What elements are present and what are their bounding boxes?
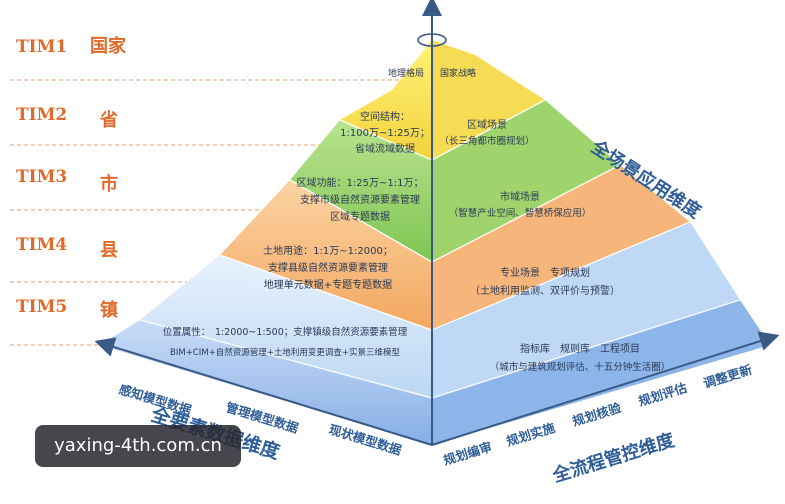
axis-item: 规划编审 bbox=[441, 439, 493, 468]
svg-text:指标库 规则库 工程项目: 指标库 规则库 工程项目 bbox=[520, 342, 640, 355]
svg-text:（土地利用监测、双评价与预警）: （土地利用监测、双评价与预警） bbox=[470, 284, 620, 297]
level-name: 市 bbox=[100, 173, 118, 195]
axis-item: 规划评估 bbox=[636, 380, 689, 409]
svg-text:国家战略: 国家战略 bbox=[440, 67, 476, 79]
level-code: TIM3 bbox=[16, 167, 67, 187]
axis-item: 规划实施 bbox=[504, 420, 557, 449]
svg-text:市域场景: 市域场景 bbox=[500, 190, 540, 203]
axis-item: 规划核验 bbox=[570, 400, 623, 429]
svg-text:土地用途：1:1万~1:2000；: 土地用途：1:1万~1:2000； bbox=[263, 244, 393, 257]
level-name: 国家 bbox=[90, 35, 127, 57]
level-labels: TIM1 国家 TIM2 省 TIM3 市 TIM4 县 TIM5 镇 bbox=[16, 35, 127, 321]
svg-text:专业场景 专项规划: 专业场景 专项规划 bbox=[500, 266, 590, 279]
pyramid-right-face bbox=[432, 40, 770, 445]
level-name: 省 bbox=[99, 109, 118, 131]
svg-text:BIM+CIM+自然资源管理+土地利用变更调查+实景三维模型: BIM+CIM+自然资源管理+土地利用变更调查+实景三维模型 bbox=[170, 347, 400, 358]
svg-text:（智慧产业空间、智慧桥保应用）: （智慧产业空间、智慧桥保应用） bbox=[449, 207, 592, 219]
svg-text:地理格局: 地理格局 bbox=[388, 67, 424, 79]
svg-text:区域场景: 区域场景 bbox=[467, 118, 507, 131]
level-code: TIM1 bbox=[16, 37, 67, 57]
svg-text:（城市与建筑规划评估、十五分钟生活圈）: （城市与建筑规划评估、十五分钟生活圈） bbox=[490, 361, 671, 373]
tier2-text: 空间结构： 1:100万~1:25万； 省域流域数据 区域场景 （长三角都市圈规… bbox=[340, 110, 534, 155]
tier4-text: 土地用途：1:1万~1:2000； 支撑县级自然资源要素管理 地理单元数据+专题… bbox=[263, 244, 620, 297]
level-code: TIM2 bbox=[16, 105, 67, 125]
watermark-badge: yaxing-4th.com.cn bbox=[35, 425, 241, 467]
svg-text:空间结构：: 空间结构： bbox=[360, 110, 410, 123]
svg-text:省域流域数据: 省域流域数据 bbox=[355, 142, 415, 155]
svg-text:支撑县级自然资源要素管理: 支撑县级自然资源要素管理 bbox=[268, 261, 388, 274]
level-code: TIM4 bbox=[16, 235, 67, 255]
axis-item: 调整更新 bbox=[701, 362, 754, 391]
svg-text:地理单元数据+专题专题数据: 地理单元数据+专题专题数据 bbox=[264, 278, 392, 291]
tier1-text: 地理格局 国家战略 bbox=[388, 67, 476, 79]
svg-text:1:100万~1:25万；: 1:100万~1:25万； bbox=[340, 128, 430, 139]
left-axis bbox=[94, 337, 433, 446]
pyramid-left-face bbox=[100, 40, 432, 445]
svg-text:区域功能：1:25万~1:1万；: 区域功能：1:25万~1:1万； bbox=[297, 176, 424, 189]
rotation-icon bbox=[417, 33, 447, 47]
right-axis bbox=[431, 331, 780, 446]
svg-text:位置属性： 1:2000~1:500；支撑镇级自然资源要素管: 位置属性： 1:2000~1:500；支撑镇级自然资源要素管理 bbox=[163, 326, 408, 338]
svg-text:支撑市级自然资源要素管理: 支撑市级自然资源要素管理 bbox=[300, 193, 420, 206]
tier3-text: 区域功能：1:25万~1:1万； 支撑市级自然资源要素管理 区域专题数据 市域场… bbox=[297, 176, 592, 223]
level-code: TIM5 bbox=[16, 297, 67, 317]
right-axis-title: 全流程管控维度 bbox=[549, 429, 678, 487]
svg-text:区域专题数据: 区域专题数据 bbox=[330, 210, 390, 223]
level-name: 县 bbox=[100, 240, 118, 261]
tier5-text: 位置属性： 1:2000~1:500；支撑镇级自然资源要素管理 BIM+CIM+… bbox=[163, 326, 671, 373]
svg-text:（长三角都市圈规划）: （长三角都市圈规划） bbox=[439, 135, 534, 147]
level-name: 镇 bbox=[100, 299, 118, 321]
